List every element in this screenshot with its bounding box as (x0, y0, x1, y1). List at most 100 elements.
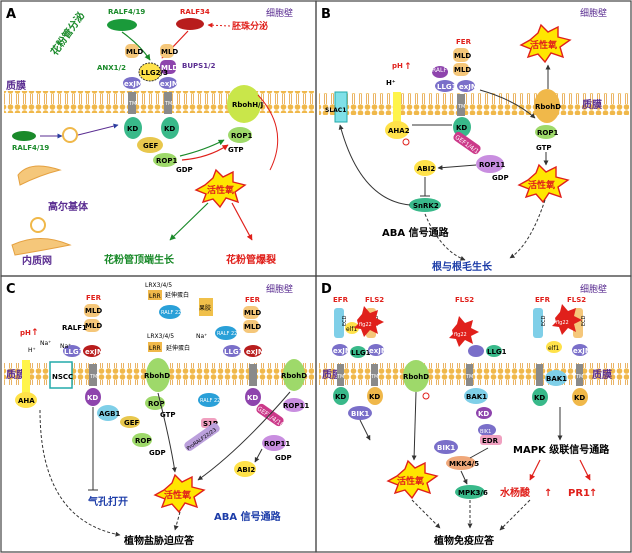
ralf-label: RALF 22/23 (217, 331, 245, 337)
tm-domain (466, 364, 473, 386)
mld-label: MLD (85, 307, 102, 315)
er (11, 238, 72, 256)
aba-label: ABA 信号通路 (382, 226, 450, 239)
exjm-label: exJM (573, 347, 592, 355)
bik1-protein (434, 440, 458, 454)
llg-protein (223, 345, 241, 357)
golgi-label: 高尔基体 (48, 200, 89, 213)
mld-domain (243, 320, 259, 333)
fer-label: FER (456, 38, 472, 46)
membrane-label: 质膜 (592, 368, 612, 381)
exjm-label: exJM (369, 347, 388, 355)
aha2-protein (385, 121, 409, 139)
mld-label: MLD (161, 48, 178, 56)
rop-label: ROP1 (537, 129, 558, 137)
elf1-label: elf1 (548, 345, 559, 352)
mld-label: MLD (244, 323, 261, 331)
phosphate-icon (402, 138, 410, 146)
lrx-label: LRX3/4/5 (147, 333, 174, 340)
rop-label: ROP1 (156, 157, 177, 165)
tm-domain (457, 94, 465, 116)
gef-label: GEF (124, 419, 140, 427)
rop-protein (132, 433, 152, 447)
rop-protein (535, 125, 557, 139)
kinase-domain (532, 388, 548, 406)
kd-label: KD (574, 394, 585, 402)
salt-stress-label: 植物盐胁迫应答 (123, 534, 195, 547)
exjm-label: exJM (160, 80, 179, 88)
gef-protein (120, 416, 140, 428)
up-arrow-icon: ↑ (544, 488, 552, 499)
kinase-domain (453, 117, 471, 137)
immunity-label: 植物免疫应答 (433, 534, 495, 547)
ecd-label: ECD (342, 315, 348, 326)
gdp-label: GDP (149, 449, 166, 457)
mld-label: MLD (126, 48, 143, 56)
mld-domain (160, 44, 174, 58)
kd-label: KD (456, 124, 467, 132)
gef-protein (137, 137, 163, 153)
mld-label: MLD (85, 322, 102, 330)
ralf-label: RALF (432, 67, 447, 74)
mld-domain (125, 44, 139, 58)
mld-domain (243, 306, 259, 319)
mpk-label: MPK3/6 (458, 489, 488, 497)
rop-label: ROP (135, 437, 151, 445)
ralf-left-label: RALF4/19 (12, 144, 49, 152)
bak1-label: BAK1 (546, 375, 567, 383)
mld-domain (84, 319, 100, 332)
up-arrow-icon: ↑ (31, 328, 39, 338)
mld-label: MLD (454, 66, 471, 74)
elf1-peptide (546, 341, 562, 353)
rbohd-protein (146, 358, 170, 392)
tm-label: TM (370, 374, 378, 380)
exjm-label: exJM (459, 83, 478, 91)
rboh-label: RbohH/J (232, 101, 263, 109)
llg-label: LLG1 (487, 348, 507, 356)
ralf-vesicle (12, 131, 36, 141)
panel-letter: D (321, 282, 332, 297)
gtp-label: GTP (160, 411, 176, 419)
fls2-label: FLS2 (455, 296, 474, 304)
tm-label: TM (128, 101, 136, 107)
kinase-domain (476, 407, 492, 419)
snrk2-protein (409, 198, 441, 212)
lrr-label: LRR (149, 345, 161, 352)
phosphate-icon (422, 392, 430, 400)
rop-label: ROP1 (231, 132, 252, 140)
anx-label: ANX1/2 (97, 64, 126, 72)
panel-letter: C (6, 282, 16, 297)
rbohd-protein (403, 360, 429, 392)
aba-label: ABA 信号通路 (214, 510, 282, 523)
llg-label: LLG1 (437, 83, 457, 91)
gdp-label: GDP (492, 174, 509, 182)
mld-domain-purple (160, 60, 176, 74)
bik1-label: BIK1 (480, 429, 491, 435)
rbohd-label: RbohD (535, 103, 561, 111)
kd-label: KD (534, 394, 545, 402)
rbohd-protein (534, 89, 560, 123)
gdp-label: GDP (275, 454, 292, 462)
ralf-peptide (215, 326, 237, 340)
ralf-label: RALF4/19 (108, 8, 145, 16)
proton-label: H⁺ (386, 79, 396, 87)
tm-label: TM (465, 374, 473, 380)
nscc-channel (49, 361, 73, 389)
rop11-protein (283, 398, 305, 412)
panel-a-border (0, 0, 317, 277)
exjm-domain (159, 77, 177, 89)
rop-protein (228, 127, 252, 143)
vesicle (62, 127, 78, 143)
star-burst-icon (552, 304, 582, 335)
membrane-label: 质膜 (6, 79, 26, 92)
agb1-label: AGB1 (99, 410, 120, 418)
nscc-label: NSCC (52, 373, 73, 381)
golgi (17, 165, 62, 186)
slac1-channel (334, 91, 348, 123)
lrr-domain (148, 342, 162, 352)
abi2-label: ABI2 (417, 165, 435, 173)
llg-protein (63, 345, 81, 357)
star-burst-icon (194, 168, 247, 209)
na-label: Na⁺ (196, 333, 207, 340)
